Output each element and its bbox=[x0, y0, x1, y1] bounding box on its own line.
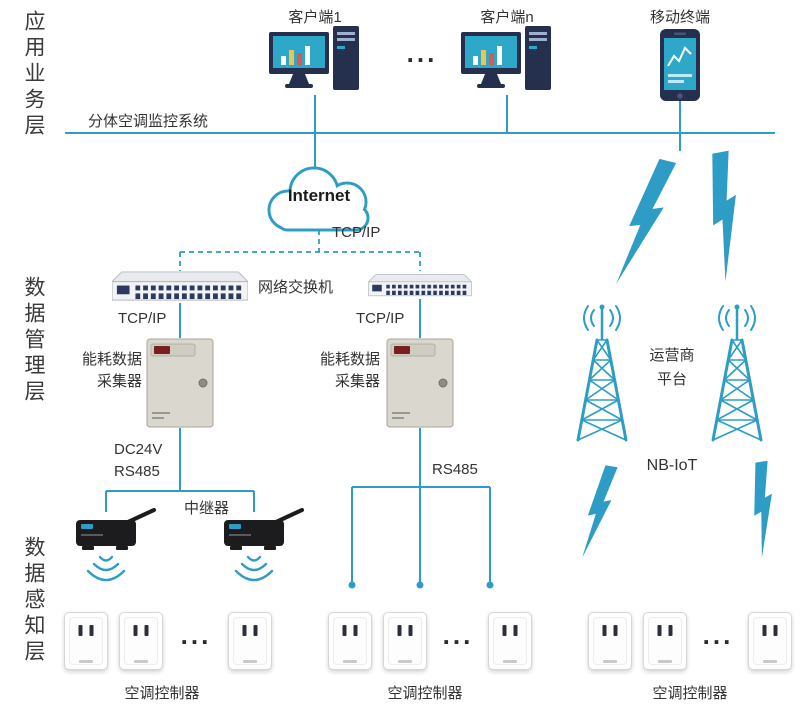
collector-right-icon bbox=[386, 338, 454, 428]
nbiot-label: NB-IoT bbox=[646, 457, 698, 474]
client-n-computer-icon bbox=[461, 26, 553, 100]
switch-label: 网络交换机 bbox=[258, 279, 334, 296]
controller-group1-label: 空调控制器 bbox=[124, 685, 200, 702]
ac-controller-icon bbox=[488, 612, 532, 670]
controllers-ellipsis-3: ... bbox=[702, 620, 734, 650]
tcpip-left-label: TCP/IP bbox=[118, 310, 167, 327]
controller-slots bbox=[78, 625, 94, 636]
bus-end-dots bbox=[348, 581, 494, 589]
client1-label: 客户端1 bbox=[288, 9, 342, 26]
dc24v-label: DC24V bbox=[114, 441, 163, 458]
controller-group3-label: 空调控制器 bbox=[652, 685, 728, 702]
client1-computer-icon bbox=[269, 26, 361, 100]
controllers-ellipsis-1: ... bbox=[180, 620, 212, 650]
carrier-label-line1: 运营商 bbox=[649, 347, 695, 364]
collector-right-label-line2: 采集器 bbox=[334, 373, 380, 390]
collector-left-icon bbox=[146, 338, 214, 428]
internet-cloud-icon bbox=[252, 154, 386, 242]
carrier-label-line2: 平台 bbox=[656, 371, 687, 388]
rs485-bus-label: RS485 bbox=[432, 461, 478, 478]
repeater-left-icon bbox=[74, 506, 160, 554]
ac-controller-icon bbox=[588, 612, 632, 670]
ac-controller-icon bbox=[328, 612, 372, 670]
network-switch-right-icon bbox=[368, 273, 472, 298]
clients-ellipsis: ... bbox=[406, 38, 438, 68]
mobile-phone-icon bbox=[658, 28, 702, 102]
rs485-left-label: RS485 bbox=[114, 463, 160, 480]
collector-left-label-line2: 采集器 bbox=[96, 373, 142, 390]
controllers-ellipsis-2: ... bbox=[442, 620, 474, 650]
ac-controller-icon bbox=[643, 612, 687, 670]
collector-right-label-line1: 能耗数据 bbox=[319, 351, 380, 368]
mobile-terminal-label: 移动终端 bbox=[649, 9, 710, 26]
layer-label-application: 应用业务层 bbox=[22, 10, 45, 140]
system-name-label: 分体空调监控系统 bbox=[88, 113, 209, 130]
tcpip-internet-label: TCP/IP bbox=[332, 224, 381, 241]
layer-label-management: 数据管理层 bbox=[22, 276, 45, 406]
network-lines bbox=[65, 95, 775, 582]
ac-controller-icon bbox=[383, 612, 427, 670]
dashed-lines bbox=[179, 230, 421, 271]
ac-controller-icon bbox=[119, 612, 163, 670]
ac-controller-icon bbox=[228, 612, 272, 670]
network-switch-left-icon bbox=[112, 270, 248, 303]
repeater-right-icon bbox=[222, 506, 308, 554]
client-n-label: 客户端n bbox=[480, 9, 534, 26]
layer-label-perception: 数据感知层 bbox=[22, 536, 45, 666]
controller-brand-mark bbox=[79, 660, 93, 663]
tcpip-right-label: TCP/IP bbox=[356, 310, 405, 327]
wifi-signal-icon bbox=[86, 555, 274, 582]
repeater-label: 中继器 bbox=[184, 500, 230, 517]
collector-left-label-line1: 能耗数据 bbox=[81, 351, 142, 368]
ac-controller-icon bbox=[748, 612, 792, 670]
ac-controller-icon bbox=[64, 612, 108, 670]
controller-group2-label: 空调控制器 bbox=[387, 685, 463, 702]
internet-label: Internet bbox=[287, 186, 351, 205]
controller-plate bbox=[69, 617, 103, 665]
